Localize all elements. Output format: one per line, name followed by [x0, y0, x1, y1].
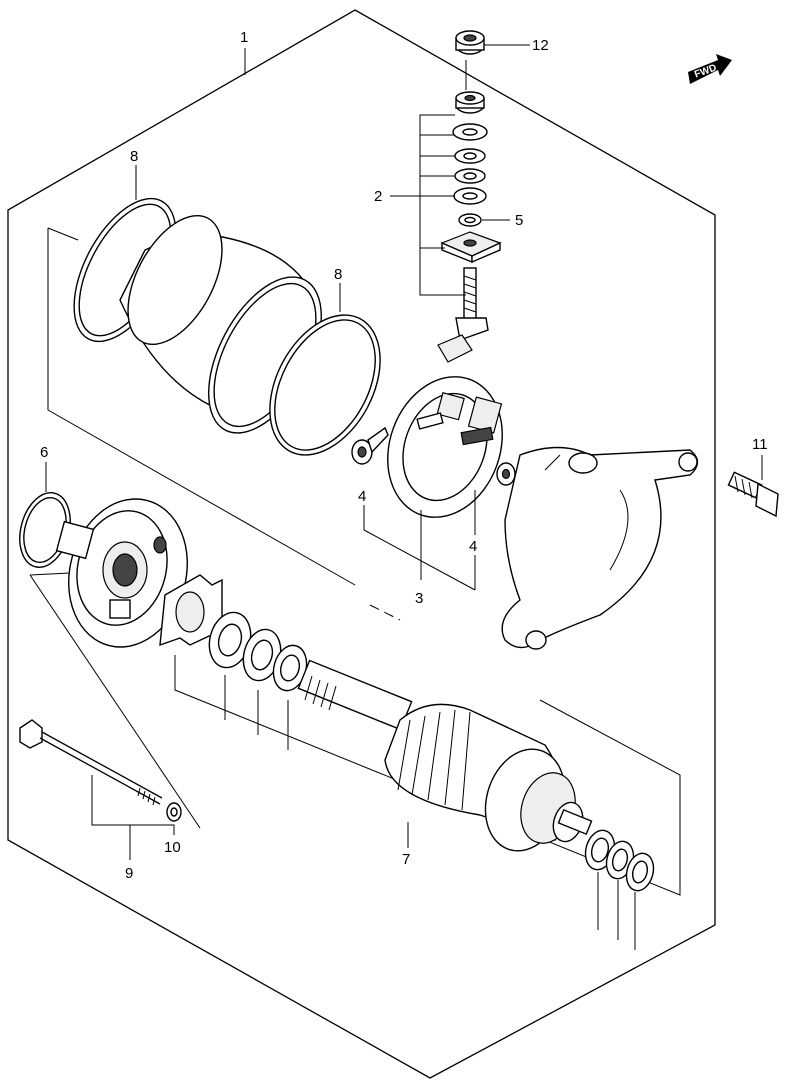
bracket-2 — [419, 114, 466, 296]
terminal-insulator — [440, 231, 502, 264]
callout-7: 7 — [402, 851, 410, 868]
shim-washers-rear — [584, 829, 655, 892]
end-cover-bracket — [501, 446, 699, 650]
yoke-housing — [119, 214, 323, 434]
terminal-washer-stack — [452, 91, 488, 205]
terminal-nut-12 — [455, 30, 485, 55]
bracket-9 — [91, 775, 175, 835]
callout-8b: 8 — [334, 266, 342, 283]
o-ring-5 — [458, 213, 482, 227]
callout-2: 2 — [374, 188, 382, 205]
lock-plate — [159, 574, 223, 647]
through-bolt-9 — [19, 719, 163, 806]
terminal-bolt — [437, 267, 489, 363]
callout-4b: 4 — [469, 538, 477, 555]
fwd-arrow-icon: FWD — [688, 54, 732, 84]
fwd-label: FWD — [693, 63, 718, 81]
front-cover-housing — [55, 498, 188, 648]
brush-spring-4-right — [496, 462, 516, 486]
callout-11: 11 — [752, 436, 768, 453]
callout-8a: 8 — [130, 148, 138, 165]
brush-spring-4-left — [351, 426, 389, 465]
callout-10: 10 — [164, 839, 181, 856]
callout-1: 1 — [240, 29, 248, 46]
callout-9: 9 — [125, 865, 133, 882]
bracket-tick — [47, 227, 79, 241]
callout-6: 6 — [40, 444, 48, 461]
center-axis-line — [369, 604, 401, 621]
washer-10 — [166, 802, 182, 822]
brush-holder-plate-3 — [387, 376, 503, 518]
armature-7 — [297, 659, 593, 852]
armature-group-bracket — [174, 655, 681, 896]
cover-leader-left — [29, 574, 201, 829]
assembly-outline — [7, 9, 716, 1079]
callout-5: 5 — [515, 212, 523, 229]
shim-washers-front — [208, 611, 308, 692]
mounting-bolt-11 — [727, 471, 779, 518]
callout-4a: 4 — [358, 488, 366, 505]
callout-3: 3 — [415, 590, 423, 607]
housing-group-bracket — [47, 228, 356, 586]
o-ring-8-front — [269, 314, 381, 456]
callout-12: 12 — [532, 37, 549, 54]
